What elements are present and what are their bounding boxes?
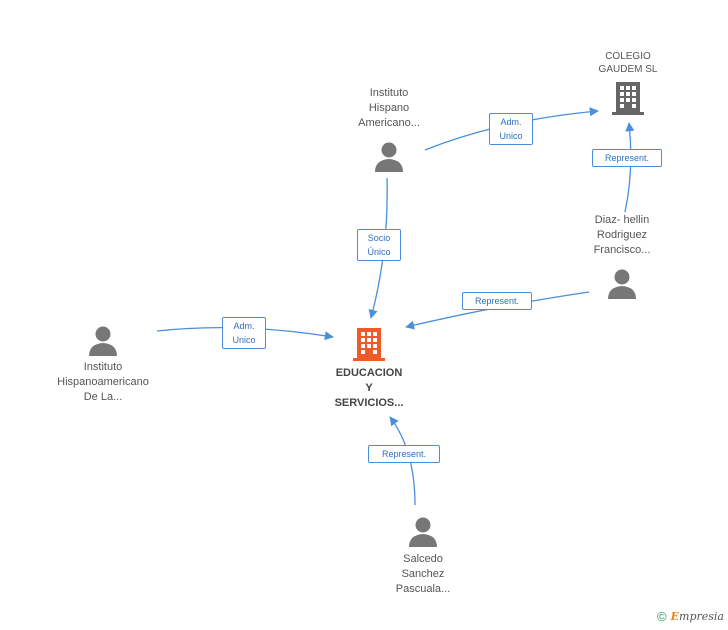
edge-label-line: Unico	[499, 131, 523, 141]
node-diaz-hellin[interactable]: Diaz- hellin Rodriguez Francisco...	[572, 213, 672, 300]
edge-label-line: Represent.	[474, 296, 520, 306]
edge-label-line: Represent.	[381, 449, 427, 459]
edge-label-represent-diaz[interactable]: Represent.	[462, 292, 532, 310]
label-line: Sanchez	[401, 568, 445, 580]
node-instituto-hispanoamericano[interactable]: Instituto Hispanoamericano De La...	[43, 325, 163, 405]
person-icon	[409, 517, 437, 547]
empresia-logo: Empresia	[671, 610, 724, 623]
label-line: Hispano	[368, 102, 410, 114]
node-label: Instituto Hispanoamericano De La...	[43, 360, 163, 405]
label-line: Salcedo	[403, 553, 443, 565]
label-line: Instituto	[83, 361, 123, 373]
person-icon	[375, 142, 403, 172]
edge-diaz-to-colegio	[624, 122, 635, 213]
logo-initial: E	[670, 610, 680, 623]
edge-label-line: Único	[367, 247, 391, 257]
label-line: Instituto	[369, 87, 409, 99]
label-line: Diaz- hellin	[594, 214, 650, 226]
node-educacion-servicios[interactable]: EDUCACION Y SERVICIOS...	[319, 326, 419, 411]
footer-brand[interactable]: © Empresia	[657, 609, 724, 624]
label-line: De La...	[83, 391, 123, 403]
node-label: Salcedo Sanchez Pascuala...	[373, 552, 473, 597]
logo-text: mpresia	[679, 610, 724, 623]
edge-label-represent-salcedo[interactable]: Represent.	[368, 445, 440, 463]
edge-label-line: Adm.	[233, 321, 255, 331]
edge-label-line: Adm.	[500, 117, 522, 127]
edge-label-line: Unico	[232, 335, 256, 345]
node-salcedo-sanchez[interactable]: Salcedo Sanchez Pascuala...	[373, 516, 473, 597]
node-label: EDUCACION Y SERVICIOS...	[319, 366, 419, 411]
label-line: Americano...	[358, 117, 420, 129]
label-line: Rodriguez	[596, 229, 648, 241]
label-line: SERVICIOS...	[334, 397, 404, 409]
node-label: COLEGIO GAUDEM SL	[578, 50, 678, 76]
edge-label-adm-unico-left[interactable]: Adm. Unico	[222, 317, 266, 349]
edge-label-adm-unico-top[interactable]: Adm. Unico	[489, 113, 533, 145]
building-icon	[612, 82, 644, 115]
edge-label-line: Socio	[367, 233, 391, 243]
node-instituto-hispano[interactable]: Instituto Hispano Americano...	[339, 86, 439, 173]
person-icon	[608, 269, 636, 299]
node-label: Diaz- hellin Rodriguez Francisco...	[572, 213, 672, 258]
label-line: COLEGIO	[605, 51, 651, 62]
edge-label-represent-colegio[interactable]: Represent.	[592, 149, 662, 167]
node-colegio-gaudem[interactable]: COLEGIO GAUDEM SL	[578, 50, 678, 116]
label-line: Francisco...	[593, 244, 651, 256]
edge-label-line: Represent.	[604, 153, 650, 163]
node-label: Instituto Hispano Americano...	[339, 86, 439, 131]
copyright-symbol: ©	[657, 609, 667, 624]
person-icon	[89, 326, 117, 356]
building-icon	[353, 328, 385, 361]
label-line: GAUDEM SL	[598, 64, 658, 75]
edge-label-socio-unico[interactable]: Socio Único	[357, 229, 401, 261]
label-line: EDUCACION	[335, 367, 403, 379]
label-line: Pascuala...	[395, 583, 451, 595]
label-line: Hispanoamericano	[57, 376, 149, 388]
label-line: Y	[365, 382, 373, 394]
